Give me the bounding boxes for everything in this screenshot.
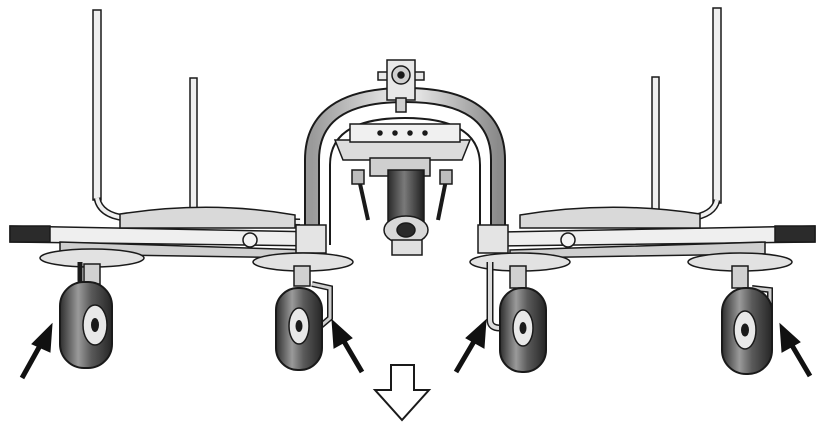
left-tall-post [92, 9, 102, 201]
wheel-1 [59, 262, 113, 369]
left-short-post [189, 77, 198, 209]
inner-supports [242, 224, 576, 254]
right-short-post [651, 76, 660, 213]
central-gearbox [351, 157, 453, 256]
wheel-3 [486, 262, 547, 373]
pointer-arrow-wheel-1 [19, 322, 53, 380]
pointer-arrow-wheel-4 [779, 322, 813, 378]
direction-down-arrow [372, 364, 432, 422]
pointer-arrows [19, 318, 813, 380]
wheel-4 [721, 265, 773, 375]
hub-disks [39, 248, 793, 272]
wheel-2 [275, 265, 333, 371]
pointer-arrow-wheel-2 [331, 318, 365, 374]
top-hitch [377, 59, 425, 113]
head-plate [333, 123, 472, 161]
right-tall-post [712, 7, 722, 204]
pointer-arrow-wheel-3 [453, 318, 487, 374]
